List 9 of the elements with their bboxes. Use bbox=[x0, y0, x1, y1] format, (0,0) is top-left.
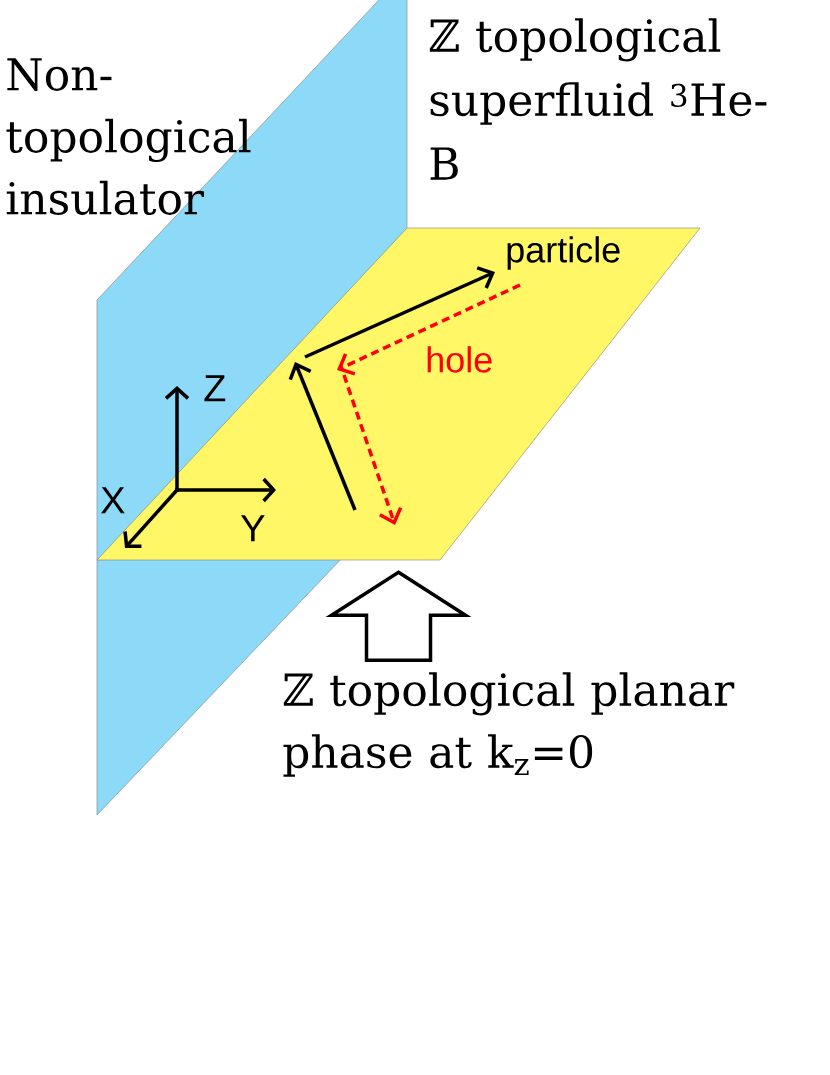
hole-label: hole bbox=[427, 346, 492, 373]
axis-label: Y bbox=[241, 515, 265, 542]
insulator-label: Non- topological insulator bbox=[6, 58, 251, 215]
axis-label: X bbox=[101, 487, 125, 514]
phase-label: ℤ topological superfluid $^{3}$He-B bbox=[429, 18, 767, 180]
axis-label: Z bbox=[204, 375, 226, 402]
caption-text: ℤ topological planar phase at k$_{z}$=0 bbox=[283, 672, 735, 777]
plane bbox=[96, 227, 701, 561]
particle-label: particle bbox=[507, 236, 620, 270]
